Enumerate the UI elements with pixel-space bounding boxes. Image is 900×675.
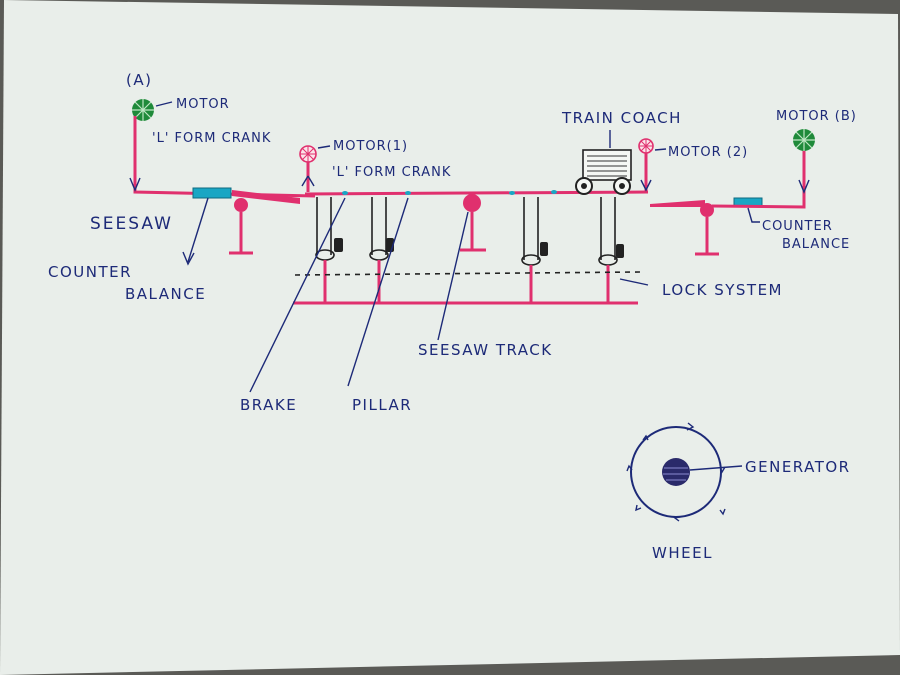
motor-2 — [638, 138, 654, 192]
pillar-4 — [598, 197, 624, 302]
pillar-3 — [521, 197, 548, 302]
center-pivot — [463, 194, 481, 212]
motor-a — [132, 99, 154, 121]
label-counter-balance-left-1: COUNTER — [48, 263, 132, 281]
wheel-icon — [630, 426, 722, 518]
label-motor-a: MOTOR — [176, 97, 230, 112]
motor-b — [793, 129, 815, 151]
label-seesaw: SEESAW — [90, 214, 173, 234]
label-crank-1: 'L' FORM CRANK — [332, 165, 451, 180]
lock-system-line — [294, 271, 641, 276]
label-counter-balance-right-1: COUNTER — [762, 219, 833, 234]
brake-leader — [249, 197, 346, 393]
seesaw-track-upper — [304, 190, 649, 196]
label-wheel: WHEEL — [652, 544, 713, 562]
generator-icon — [662, 458, 690, 486]
label-motor-1: MOTOR(1) — [333, 139, 408, 154]
label-generator: GENERATOR — [745, 458, 851, 476]
label-train-coach: TRAIN COACH — [561, 109, 682, 127]
pillars — [315, 197, 624, 302]
motor-1 — [299, 145, 317, 192]
train-coach-body — [582, 149, 632, 181]
label-counter-balance-left-2: BALANCE — [125, 285, 206, 303]
label-counter-balance-right-2: BALANCE — [782, 237, 850, 252]
label-brake: BRAKE — [240, 396, 297, 414]
train-coach — [575, 149, 632, 195]
label-lock-system: LOCK SYSTEM — [662, 281, 783, 299]
pillar-leader — [347, 197, 409, 387]
label-pillar: PILLAR — [352, 396, 412, 414]
label-crank-a: 'L' FORM CRANK — [152, 131, 271, 146]
label-motor-b: MOTOR (B) — [776, 109, 857, 124]
seesaw-left — [192, 187, 300, 255]
seesaw-track-leader — [437, 211, 469, 341]
label-motor-2: MOTOR (2) — [668, 145, 748, 160]
crank-b-line — [711, 150, 806, 209]
counter-balance-left-block — [192, 187, 232, 199]
generator-wheel — [626, 422, 743, 522]
label-motor-a-tag: (A) — [126, 71, 152, 89]
label-seesaw-track: SEESAW TRACK — [418, 341, 553, 359]
